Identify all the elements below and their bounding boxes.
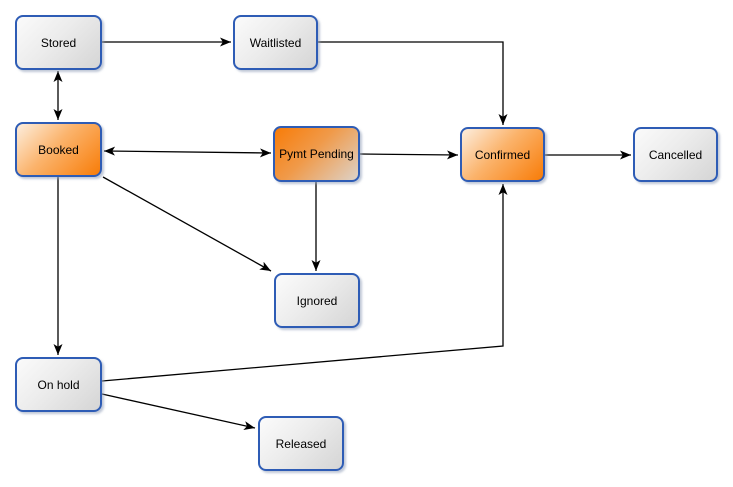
node-released-label: Released: [275, 436, 327, 451]
node-ignored-label: Ignored: [296, 293, 338, 308]
node-stored[interactable]: Stored: [15, 15, 102, 70]
node-on-hold[interactable]: On hold: [15, 357, 102, 412]
node-confirmed[interactable]: Confirmed: [460, 127, 545, 182]
edge-onhold-released: [101, 393, 256, 431]
edge-waitlisted-confirmed: [318, 41, 508, 125]
node-waitlisted[interactable]: Waitlisted: [233, 15, 318, 70]
node-stored-label: Stored: [40, 35, 77, 50]
node-booked[interactable]: Booked: [15, 122, 102, 177]
edge-onhold-confirmed: [101, 184, 508, 382]
node-waitlisted-label: Waitlisted: [249, 35, 302, 50]
node-ignored[interactable]: Ignored: [274, 273, 360, 328]
node-pymt-pending[interactable]: Pymt Pending: [273, 126, 360, 182]
node-on-hold-label: On hold: [37, 377, 80, 392]
edge-booked-pymtpending-bidirectional: [103, 146, 272, 158]
edge-pymtpending-confirmed: [359, 150, 459, 160]
node-booked-label: Booked: [38, 142, 79, 157]
edge-booked-ignored: [102, 176, 272, 272]
node-cancelled-label: Cancelled: [648, 147, 703, 162]
node-released[interactable]: Released: [258, 416, 344, 471]
node-pymt-pending-label: Pymt Pending: [279, 147, 354, 161]
node-cancelled[interactable]: Cancelled: [633, 127, 718, 182]
node-confirmed-label: Confirmed: [474, 147, 531, 162]
